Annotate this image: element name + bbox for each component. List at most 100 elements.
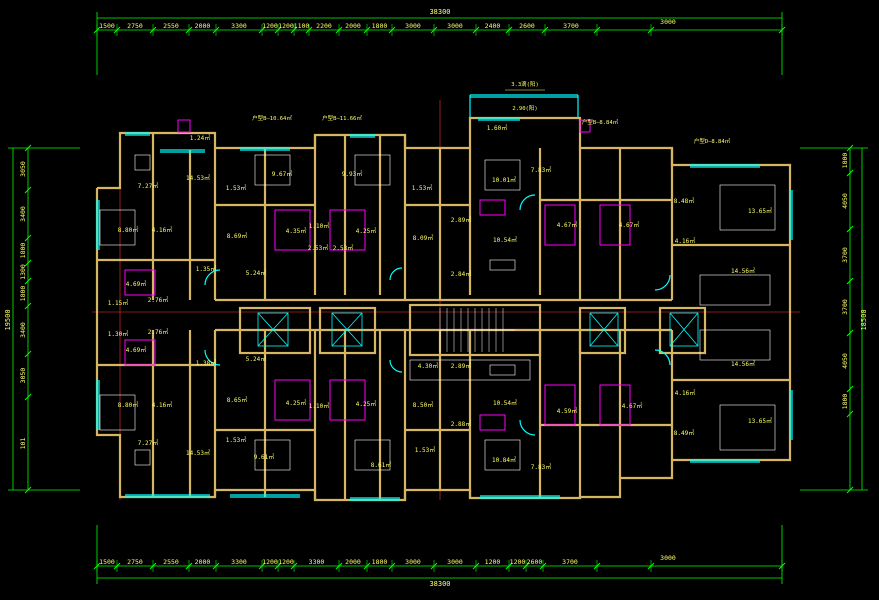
left-dimension-6: 3400 (19, 322, 27, 338)
right-dimension-1: 1800 (841, 153, 849, 169)
bottom-dimension-9: 2000 (345, 558, 361, 566)
room-area-label: 1.53㎡ (226, 184, 246, 192)
bottom-dimension-7: 1200 (278, 558, 294, 566)
room-area-label: 10.54㎡ (493, 399, 517, 407)
room-area-label: 2.53㎡ (308, 244, 328, 252)
room-area-label: 4.35㎡ (286, 227, 306, 235)
room-area-label: 1.24㎡ (190, 134, 210, 142)
bottom-dimension-15: 2600 (527, 558, 543, 566)
room-area-label: 8.80㎡ (118, 401, 138, 409)
bottom-dimension-10: 1800 (372, 558, 388, 566)
section-note-4: 户型D—8.84㎡ (694, 137, 731, 145)
room-area-label: 2.76㎡ (148, 296, 168, 304)
room-area-label: 7.27㎡ (138, 439, 158, 447)
room-area-label: 4.69㎡ (126, 280, 146, 288)
left-dimension-tick (24, 302, 32, 310)
top-dimension-9: 2200 (316, 22, 332, 30)
room-area-label: 4.16㎡ (152, 226, 172, 234)
room-area-label: 4.25㎡ (286, 399, 306, 407)
elevator-shafts (257, 312, 699, 347)
left-dimension-tick (24, 259, 32, 267)
room-area-label: 10.54㎡ (493, 236, 517, 244)
section-note-2: 户型B—11.66㎡ (322, 114, 362, 122)
left-dimension-tick (24, 350, 32, 358)
right-dimension-tick (846, 385, 854, 393)
top-total-dimension: 38300 (429, 8, 450, 16)
room-area-label: 14.53㎡ (186, 449, 210, 457)
left-dimension-8: 101 (19, 438, 27, 450)
stairwell (439, 308, 515, 352)
room-area-label: 1.53㎡ (226, 436, 246, 444)
room-area-label: 8.50㎡ (413, 401, 433, 409)
room-area-label: 4.67㎡ (619, 221, 639, 229)
room-area-label: 1.30㎡ (108, 330, 128, 338)
bottom-dimension-12: 3000 (447, 558, 463, 566)
room-area-label: 4.16㎡ (675, 237, 695, 245)
bathroom-fixtures (124, 119, 631, 431)
room-area-label: 9.93㎡ (342, 170, 362, 178)
top-dimension-2: 2750 (127, 22, 143, 30)
bottom-dimension-6: 1200 (262, 558, 278, 566)
bottom-dimension-14: 1200 (510, 558, 526, 566)
section-note-3: 户型B—8.84㎡ (582, 118, 619, 126)
left-dimension-tick (24, 486, 32, 494)
furniture (99, 154, 776, 471)
top-dimension-8: 1100 (294, 22, 310, 30)
room-area-label: 10.01㎡ (492, 176, 516, 184)
bottom-dimension-8: 3300 (309, 558, 325, 566)
room-area-label: 8.65㎡ (227, 396, 247, 404)
room-area-label: 8.09㎡ (413, 234, 433, 242)
room-area-label: 14.53㎡ (186, 174, 210, 182)
room-area-label: 1.60㎡ (487, 124, 507, 132)
right-dimension-5: 4050 (841, 353, 849, 369)
left-dimension-2: 3400 (19, 206, 27, 222)
bottom-total-dimension: 38300 (429, 580, 450, 588)
room-area-label: 14.56㎡ (731, 360, 755, 368)
room-area-label: 8.49㎡ (674, 429, 694, 437)
left-dimension-tick (24, 234, 32, 242)
room-area-label: 7.27㎡ (138, 182, 158, 190)
top-dimension-10: 2000 (345, 22, 361, 30)
top-dimension-3: 2550 (163, 22, 179, 30)
right-dimension-4: 3700 (841, 299, 849, 315)
left-dimension-tick (24, 186, 32, 194)
room-area-label: 9.67㎡ (272, 170, 292, 178)
right-dimension-tick (846, 410, 854, 418)
right-dimension-tick (846, 144, 854, 152)
room-area-label: 13.65㎡ (748, 207, 772, 215)
bottom-dimension-3: 2550 (163, 558, 179, 566)
room-area-label: 8.48㎡ (674, 197, 694, 205)
top-dimension-15: 2600 (519, 22, 535, 30)
bottom-right-group-dimension: 3000 (660, 554, 676, 562)
right-dimension-3: 3700 (841, 247, 849, 263)
bottom-dimension-11: 3000 (405, 558, 421, 566)
left-dimension-5: 1800 (19, 286, 27, 302)
room-area-label: 5.24㎡ (246, 355, 266, 363)
right-total-dimension: 18500 (860, 309, 868, 330)
left-dimension-tick (24, 393, 32, 401)
right-dimension-tick (846, 169, 854, 177)
bottom-dimension-16: 3700 (562, 558, 578, 566)
room-area-label: 4.59㎡ (557, 407, 577, 415)
dimension-ticks (24, 24, 854, 572)
room-area-label: 13.65㎡ (748, 417, 772, 425)
dimension-lines (8, 12, 868, 584)
room-area-labels: 1.24㎡ 7.27㎡ 14.53㎡ 1.53㎡ 9.67㎡ 9.93㎡ 1.53㎡ 1.60… (108, 124, 772, 471)
left-dimension-tick (24, 144, 32, 152)
left-dimension-3: 1800 (19, 243, 27, 259)
room-area-label: 2.84㎡ (451, 270, 471, 278)
right-dimension-2: 4050 (841, 193, 849, 209)
room-area-label: 1.10㎡ (309, 222, 329, 230)
room-area-label: 7.83㎡ (531, 166, 551, 174)
room-area-label: 1.35㎡ (196, 265, 216, 273)
top-dimension-4: 2000 (195, 22, 211, 30)
section-note-1: 户型B—10.64㎡ (252, 114, 292, 122)
room-area-label: 2.88㎡ (451, 420, 471, 428)
bottom-dimension-13: 1200 (485, 558, 501, 566)
top-dimension-14: 2400 (485, 22, 501, 30)
top-dimension-7: 1200 (278, 22, 294, 30)
room-area-label: 2.76㎡ (148, 328, 168, 336)
room-area-label: 1.15㎡ (108, 299, 128, 307)
room-area-label: 4.69㎡ (126, 346, 146, 354)
